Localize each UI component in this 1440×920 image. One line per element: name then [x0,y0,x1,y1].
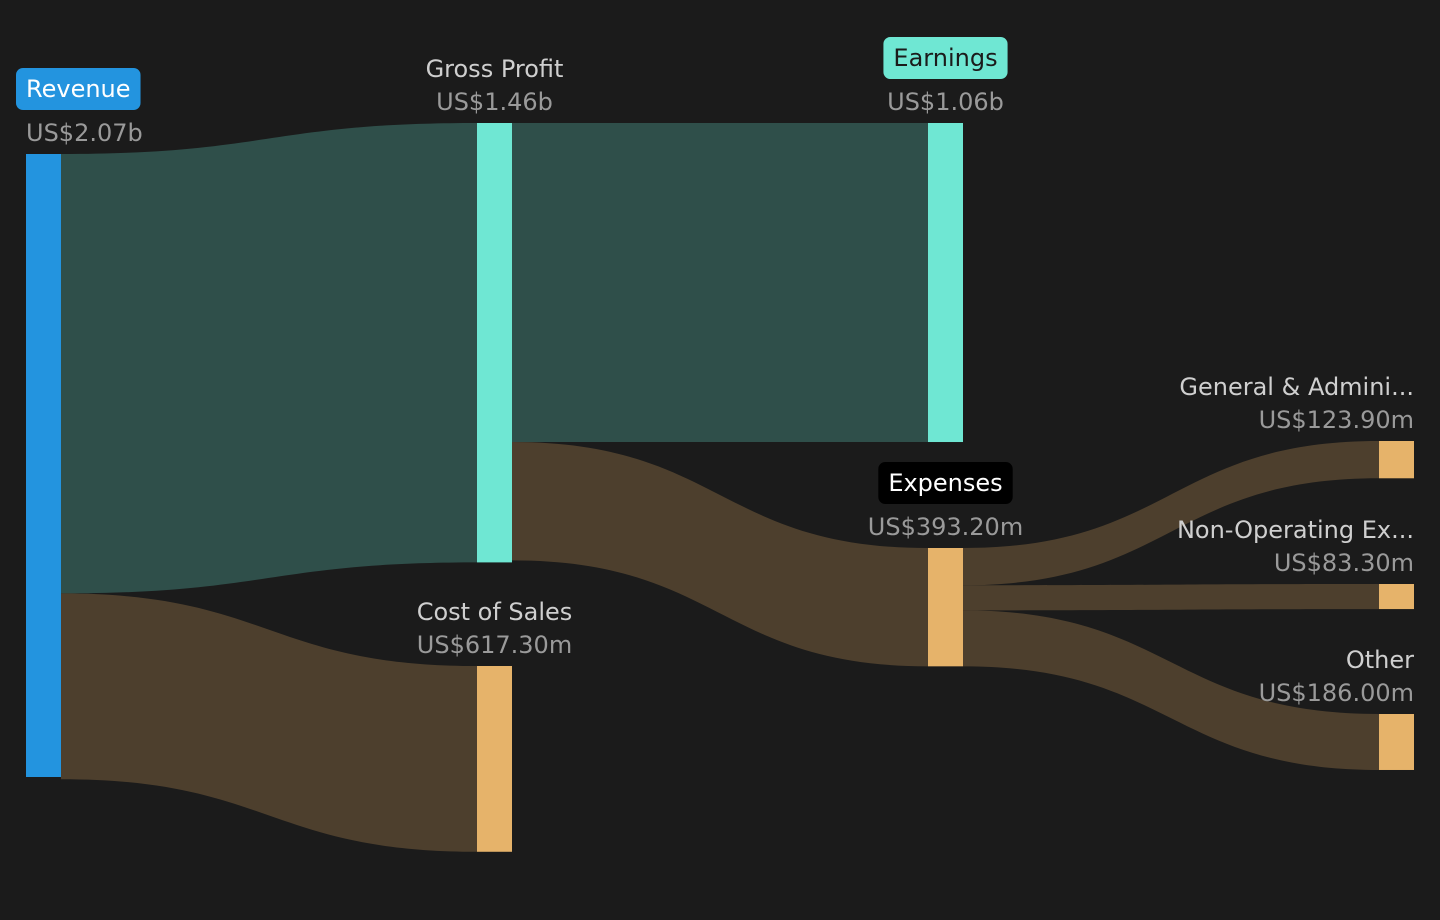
badge-expenses [878,462,1013,504]
node-label-non_operating: Non-Operating Ex... US$83.30m [1177,516,1414,577]
link-gross_profit-to-expenses [512,442,928,667]
link-expenses-to-non_operating [963,584,1379,611]
link-revenue-to-gross_profit [61,123,477,594]
value-expenses: US$393.20m [868,513,1023,541]
value-non_operating: US$83.30m [1274,549,1414,577]
value-other: US$186.00m [1259,679,1414,707]
value-cost_of_sales: US$617.30m [417,631,572,659]
node-expenses [928,548,963,667]
node-revenue [26,154,61,777]
label-general_admin: General & Admini... [1179,373,1414,401]
node-other [1379,714,1414,770]
label-other: Other [1346,646,1414,674]
value-gross_profit: US$1.46b [436,88,553,116]
link-gross_profit-to-earnings [512,123,928,443]
node-earnings [928,123,963,443]
value-revenue: US$2.07b [26,119,143,147]
value-earnings: US$1.06b [887,88,1004,116]
label-gross_profit: Gross Profit [426,55,564,83]
link-revenue-to-cost_of_sales [61,593,477,852]
link-expenses-to-general_admin [963,441,1379,586]
badge-earnings [883,37,1008,79]
label-earnings: Earnings [893,44,997,72]
value-general_admin: US$123.90m [1259,406,1414,434]
node-label-general_admin: General & Admini... US$123.90m [1179,373,1414,434]
label-cost_of_sales: Cost of Sales [417,598,573,626]
link-expenses-to-other [963,610,1379,770]
label-non_operating: Non-Operating Ex... [1177,516,1414,544]
node-non_operating [1379,584,1414,610]
badge-revenue [16,68,141,110]
node-general_admin [1379,441,1414,479]
label-expenses: Expenses [888,469,1002,497]
node-gross_profit [477,123,512,563]
links-layer [61,123,1379,852]
node-cost_of_sales [477,666,512,852]
label-revenue: Revenue [26,75,131,103]
nodes-layer [26,123,1414,852]
